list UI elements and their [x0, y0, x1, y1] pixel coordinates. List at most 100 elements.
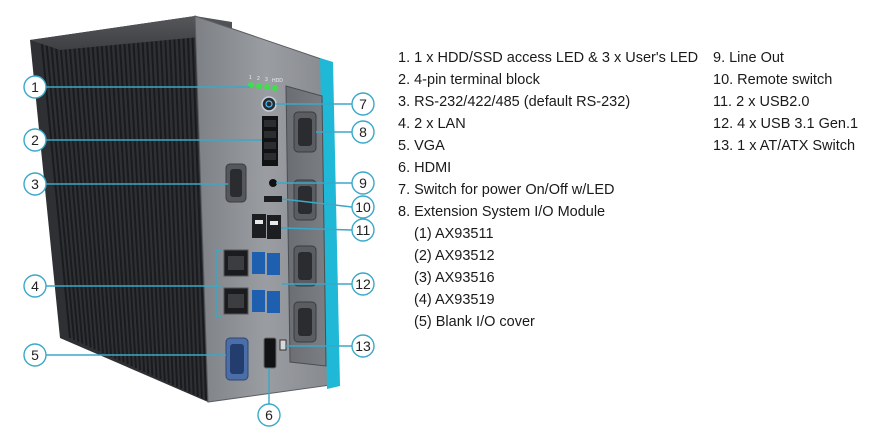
heatsink-fin [86, 37, 113, 357]
usb2-ports [252, 214, 281, 239]
legend-item: (3) AX93516 [414, 270, 495, 286]
legend-item: 1. 1 x HDD/SSD access LED & 3 x User's L… [398, 50, 699, 66]
legend-item: 10. Remote switch [713, 72, 833, 88]
led-icon [264, 84, 270, 90]
callout-circle [351, 120, 375, 144]
callout-number: 4 [31, 278, 39, 294]
led-group: 1 2 3 HDD [248, 75, 283, 91]
legend-column-2: 9. Line Out 10. Remote switch 11. 2 x USB2… [713, 47, 858, 157]
callout-lines [46, 86, 353, 404]
callout-circle [351, 195, 375, 219]
callout-1: 1 [23, 75, 47, 99]
callout-5: 5 [23, 343, 47, 367]
callout-12: 12 [351, 272, 375, 296]
legend-item: 12. 4 x USB 3.1 Gen.1 [713, 116, 859, 132]
heatsink-fin [150, 29, 170, 384]
led-icon [256, 83, 262, 89]
legend-item: 9. Line Out [713, 50, 784, 66]
heatsink-fin [109, 34, 133, 367]
hdmi-port [263, 337, 277, 369]
callout-circle [257, 403, 281, 427]
legend-item: (1) AX93511 [414, 226, 494, 242]
heatsink-fin [50, 42, 80, 342]
heatsink-fin [163, 27, 183, 389]
callout-number: 7 [359, 96, 367, 112]
power-icon [265, 100, 273, 108]
callout-number: 2 [31, 132, 39, 148]
led-label: 1 [249, 75, 252, 81]
legend-item: (5) Blank I/O cover [414, 314, 535, 330]
vga-port [225, 337, 249, 381]
lan-ports [223, 249, 249, 315]
legend-item: 11. 2 x USB2.0 [713, 94, 810, 110]
callout-number: 3 [31, 176, 39, 192]
callout-number: 10 [355, 199, 371, 215]
heatsink-fin [141, 30, 162, 380]
com-port [225, 163, 247, 203]
usb3-ports [252, 252, 280, 313]
callout-circle [351, 272, 375, 296]
power-button [261, 96, 277, 112]
expansion-com-ports [293, 111, 317, 343]
terminal-block [262, 116, 278, 166]
heatsink-fin [95, 36, 121, 361]
callout-6: 6 [257, 403, 281, 427]
callout-circle [23, 343, 47, 367]
legend-column-1: 1. 1 x HDD/SSD access LED & 3 x User's L… [398, 47, 698, 333]
callout-9: 9 [351, 171, 375, 195]
heatsink-fin [59, 41, 88, 346]
callout-circle [351, 218, 375, 242]
callout-circle [351, 92, 375, 116]
callout-8: 8 [351, 120, 375, 144]
heatsink-fin [100, 36, 125, 363]
heatsink-fin [41, 43, 71, 339]
heatsink-fin [63, 40, 92, 348]
legend-item: 4. 2 x LAN [398, 116, 466, 132]
heatsink-fin [127, 32, 150, 374]
callout-11: 11 [351, 218, 375, 242]
callout-circle [351, 334, 375, 358]
heatsink-fin [136, 31, 158, 378]
callout-number: 6 [265, 407, 273, 423]
callout-circle [351, 171, 375, 195]
callout-circle [23, 75, 47, 99]
led-label: 2 [257, 76, 260, 82]
callout-number: 13 [355, 338, 371, 354]
led-label: HDD [272, 78, 283, 84]
heatsink-fin [122, 33, 146, 372]
heatsink-fin [68, 40, 96, 350]
at-atx-switch [279, 339, 287, 351]
callout-4: 4 [23, 274, 47, 298]
heatsink-fin [77, 39, 104, 354]
legend-item: 2. 4-pin terminal block [398, 72, 540, 88]
heatsink-fin [104, 35, 129, 365]
heatsink-fin [159, 28, 179, 387]
line-out-jack [269, 179, 277, 187]
callout-number: 9 [359, 175, 367, 191]
callout-number: 8 [359, 124, 367, 140]
heatsink-fin [145, 30, 166, 382]
heatsink-fin [131, 31, 154, 376]
callout-number: 12 [355, 276, 371, 292]
legend-item: (4) AX93519 [414, 292, 495, 308]
legend-item: 7. Switch for power On/Off w/LED [398, 182, 615, 198]
legend-item: 5. VGA [398, 138, 445, 154]
led-label: 3 [265, 77, 268, 83]
legend-item: 8. Extension System I/O Module [398, 204, 606, 220]
legend-item: 13. 1 x AT/ATX Switch [713, 138, 856, 154]
callout-number: 11 [356, 222, 371, 238]
callout-3: 3 [23, 172, 47, 196]
legend-item: 3. RS-232/422/485 (default RS-232) [398, 94, 631, 110]
chassis-top [30, 16, 232, 50]
heatsink-fin [154, 28, 175, 386]
callout-number: 5 [31, 347, 39, 363]
callout-7: 7 [351, 92, 375, 116]
heatsink-fin [45, 43, 76, 340]
led-icon [272, 85, 278, 91]
remote-switch [264, 196, 282, 202]
legend-item: 6. HDMI [398, 160, 452, 176]
heatsink-fins [30, 16, 208, 402]
